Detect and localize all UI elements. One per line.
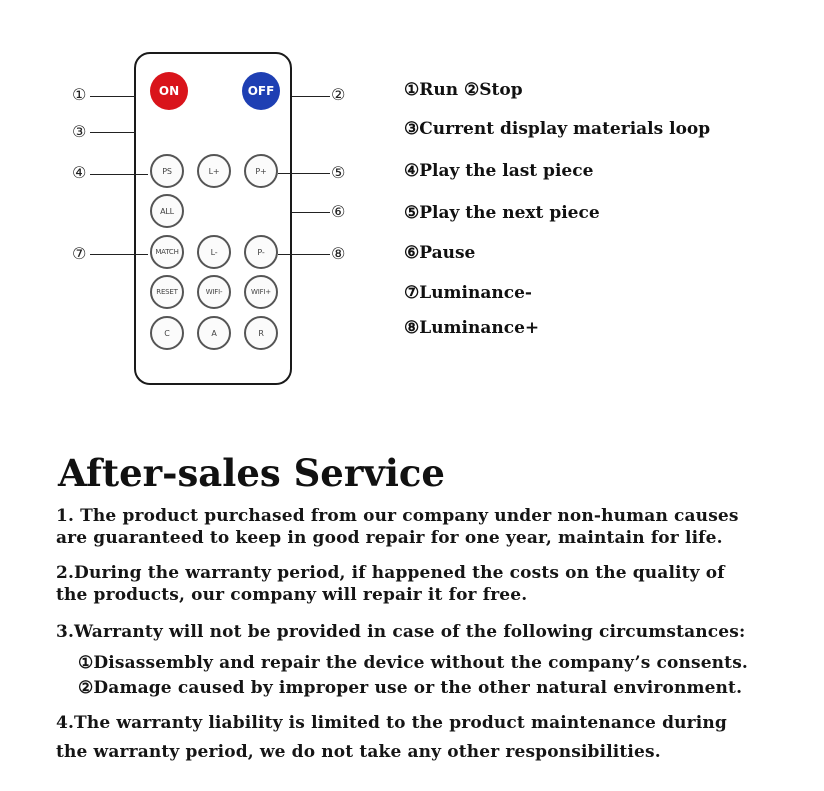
callout-6-line (292, 212, 330, 213)
reset-button[interactable]: RESET (150, 275, 184, 309)
after-sales-p2-line2: the products, our company will repair it… (56, 585, 528, 605)
callout-5: ⑤ (331, 163, 346, 182)
callout-7: ⑦ (72, 244, 87, 263)
wifi-plus-button[interactable]: WIFI+ (244, 275, 278, 309)
after-sales-p1-line1: 1. The product purchased from our compan… (56, 506, 739, 526)
play-next-button[interactable]: P+ (244, 154, 278, 188)
after-sales-p3-item2: ②Damage caused by improper use or the ot… (78, 678, 743, 698)
a-button[interactable]: A (197, 316, 231, 350)
legend-luminance-plus: ⑧Luminance+ (404, 318, 540, 338)
remote-control: ON OFF PS L+ P+ ALL MATCH L- P- RESET WI… (134, 52, 292, 385)
play-last-button[interactable]: P- (244, 235, 278, 269)
callout-4: ④ (72, 163, 87, 182)
after-sales-p1-line2: are guaranteed to keep in good repair fo… (56, 528, 723, 548)
luminance-minus-button[interactable]: L- (197, 235, 231, 269)
legend-play-next: ⑤Play the next piece (404, 203, 600, 223)
after-sales-p4-line1: 4.The warranty liability is limited to t… (56, 713, 727, 733)
on-button[interactable]: ON (150, 72, 188, 110)
wifi-minus-button[interactable]: WIFI- (197, 275, 231, 309)
legend-luminance-minus: ⑦Luminance- (404, 283, 532, 303)
callout-8: ⑧ (331, 244, 346, 263)
after-sales-p2-line1: 2.During the warranty period, if happene… (56, 563, 725, 583)
callout-1: ① (72, 85, 87, 104)
c-button[interactable]: C (150, 316, 184, 350)
match-button[interactable]: MATCH (150, 235, 184, 269)
callout-2: ② (331, 85, 346, 104)
luminance-plus-button[interactable]: L+ (197, 154, 231, 188)
r-button[interactable]: R (244, 316, 278, 350)
off-button[interactable]: OFF (242, 72, 280, 110)
all-button[interactable]: ALL (150, 194, 184, 228)
callout-6: ⑥ (331, 202, 346, 221)
callout-7-line (90, 254, 148, 255)
after-sales-p3-item1: ①Disassembly and repair the device witho… (78, 653, 748, 673)
after-sales-title: After-sales Service (58, 451, 445, 495)
callout-3-line (90, 132, 136, 133)
legend-pause: ⑥Pause (404, 243, 476, 263)
legend-play-last: ④Play the last piece (404, 161, 594, 181)
ps-button[interactable]: PS (150, 154, 184, 188)
callout-2-line (292, 96, 330, 97)
callout-1-line (90, 96, 136, 97)
callout-8-line (278, 254, 330, 255)
callout-4-line (90, 174, 148, 175)
after-sales-p4-line2: the warranty period, we do not take any … (56, 742, 661, 762)
legend-loop: ③Current display materials loop (404, 119, 711, 139)
callout-3: ③ (72, 122, 87, 141)
callout-5-line (278, 173, 330, 174)
after-sales-p3-line1: 3.Warranty will not be provided in case … (56, 622, 746, 642)
legend-run-stop: ①Run ②Stop (404, 80, 523, 100)
